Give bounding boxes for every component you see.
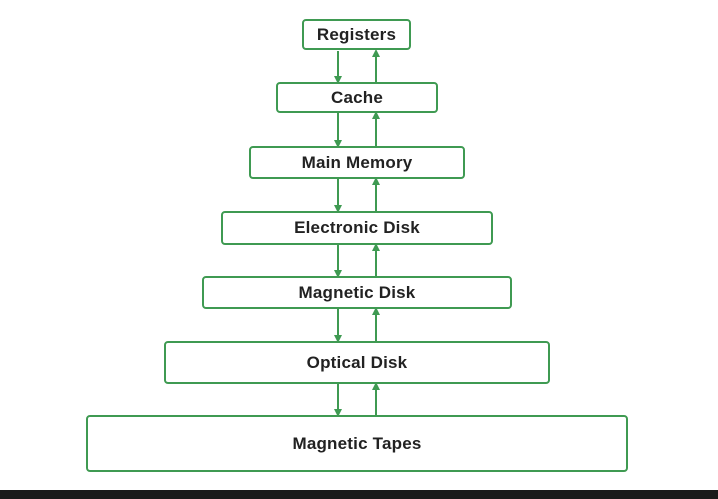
level-label: Magnetic Disk [298,282,416,302]
level-cache: Cache [276,82,438,113]
level-main-memory: Main Memory [249,146,465,179]
level-magnetic-disk: Magnetic Disk [202,276,512,309]
level-label: Registers [316,24,397,44]
level-label: Electronic Disk [294,218,420,237]
level-label: Optical Disk [306,352,408,372]
level-label: Cache [330,87,384,107]
level-electronic-disk: Electronic Disk [221,211,493,245]
level-magnetic-tapes: Magnetic Tapes [86,415,628,472]
level-label: Main Memory [301,152,413,172]
bottom-dark-strip [0,490,718,499]
level-label: Magnetic Tapes [292,433,422,453]
level-registers: Registers [302,19,411,50]
level-optical-disk: Optical Disk [164,341,550,384]
